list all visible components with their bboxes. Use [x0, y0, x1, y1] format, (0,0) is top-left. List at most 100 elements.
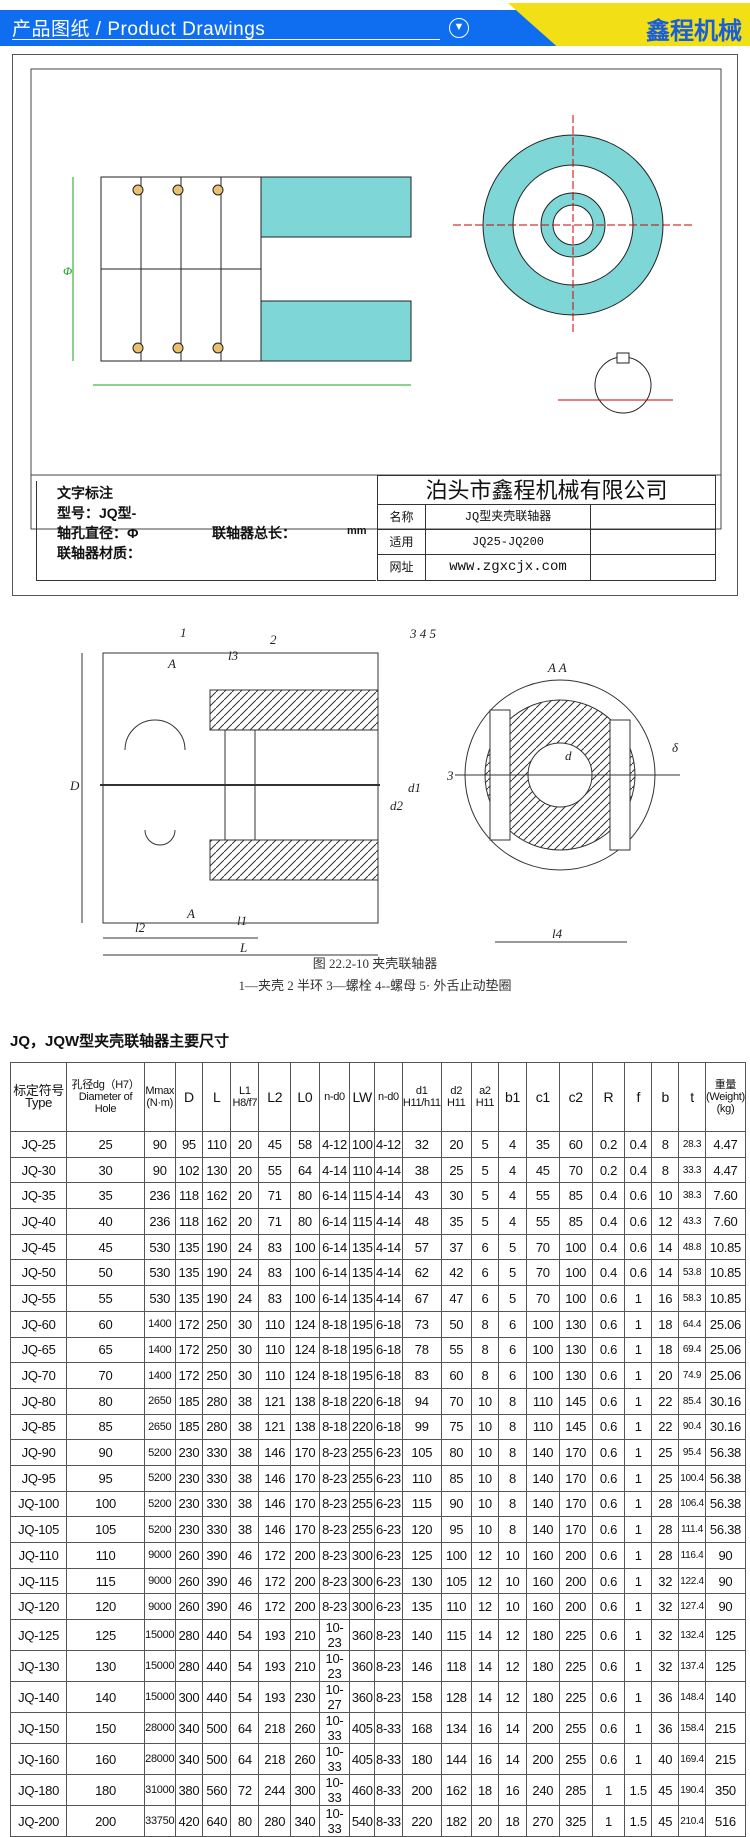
table-cell: 16 — [651, 1285, 680, 1312]
table-cell: 85.4 — [678, 1387, 706, 1415]
type-cell: JQ-55 — [9, 1285, 68, 1312]
table-cell: 240 — [525, 1774, 560, 1807]
table-cell: 138 — [290, 1413, 320, 1441]
table-cell: 140 — [525, 1516, 560, 1543]
table-cell: 4 — [498, 1156, 527, 1184]
section-title: 产品图纸 / Product Drawings — [12, 19, 266, 40]
table-cell: 0.4 — [591, 1182, 626, 1210]
table-cell: 118 — [174, 1182, 204, 1210]
table-cell: 185 — [174, 1387, 204, 1415]
chevron-down-circle-icon[interactable]: ▼ — [449, 18, 469, 38]
table-cell: 160 — [66, 1743, 145, 1776]
column-header: D — [174, 1062, 204, 1132]
table-cell: 6-18 — [374, 1362, 403, 1389]
table-cell: 8-23 — [318, 1542, 351, 1569]
table-cell: 0.6 — [591, 1516, 626, 1543]
website-value: www.zgxcjx.com — [426, 555, 591, 580]
table-cell: 8-18 — [318, 1413, 351, 1441]
table-cell: 15000 — [143, 1681, 176, 1714]
table-cell: 6-23 — [374, 1593, 403, 1621]
table-cell: 1 — [624, 1542, 653, 1569]
table-cell: 170 — [558, 1490, 593, 1518]
table-cell: 1 — [624, 1712, 653, 1745]
table-cell: 140 — [704, 1681, 747, 1714]
table-cell: 6-23 — [374, 1490, 403, 1518]
table-cell: 137.4 — [678, 1650, 706, 1683]
table-cell: 300 — [349, 1567, 376, 1595]
table-cell: 145 — [558, 1387, 593, 1415]
table-cell: 90 — [440, 1490, 472, 1518]
table-cell: 6 — [470, 1233, 500, 1261]
table-cell: 25.06 — [704, 1362, 747, 1389]
table-cell: 25.06 — [704, 1336, 747, 1364]
table-cell: 150 — [66, 1712, 145, 1745]
table-cell: 193 — [258, 1681, 292, 1714]
table-cell: 28.3 — [678, 1131, 706, 1158]
table-cell: 140 — [66, 1681, 145, 1714]
table-cell: 8-23 — [374, 1650, 403, 1683]
table-cell: 0.6 — [591, 1619, 626, 1652]
table-cell: 120 — [66, 1593, 145, 1621]
table-cell: 285 — [558, 1774, 593, 1807]
table-cell: 230 — [174, 1490, 204, 1518]
table-cell: 360 — [349, 1619, 376, 1652]
table-cell: 200 — [290, 1542, 320, 1569]
table-cell: 8 — [498, 1413, 527, 1441]
table-cell: 6-14 — [318, 1233, 351, 1261]
table-cell: 4-14 — [374, 1182, 403, 1210]
table-cell: 4-12 — [318, 1131, 351, 1158]
table-cell: 28000 — [143, 1712, 176, 1745]
table-cell: 40 — [651, 1743, 680, 1776]
table-cell: 64 — [230, 1743, 260, 1776]
table-cell: 330 — [202, 1516, 232, 1543]
table-cell: 90 — [143, 1131, 176, 1158]
table-cell: 1 — [624, 1439, 653, 1466]
table-cell: 110 — [440, 1593, 472, 1621]
table-cell: 200 — [558, 1542, 593, 1569]
table-cell: 30 — [230, 1310, 260, 1338]
table-cell: 9000 — [143, 1593, 176, 1621]
table-cell: 200 — [558, 1567, 593, 1595]
table-cell: 0.6 — [591, 1464, 626, 1492]
table-cell: 20 — [230, 1131, 260, 1158]
table-cell: 300 — [349, 1593, 376, 1621]
part-label-345: 3 4 5 — [409, 626, 437, 641]
table-cell: 15000 — [143, 1650, 176, 1683]
dim-phi: Φ — [63, 264, 72, 278]
table-cell: 220 — [401, 1805, 442, 1837]
table-cell: 47 — [440, 1285, 472, 1312]
table-cell: 8-23 — [318, 1593, 351, 1621]
table-cell: 110 — [258, 1362, 292, 1389]
table-cell: 46 — [230, 1593, 260, 1621]
table-cell: 95 — [440, 1516, 472, 1543]
dim-L: L — [239, 940, 247, 955]
dim-l3: l3 — [228, 648, 239, 663]
table-cell: 72 — [230, 1774, 260, 1807]
table-cell: 244 — [258, 1774, 292, 1807]
side-view — [100, 176, 412, 362]
table-cell: 38.3 — [678, 1182, 706, 1210]
table-cell: 250 — [202, 1310, 232, 1338]
table-cell: 12 — [498, 1650, 527, 1683]
table-cell: 100 — [525, 1336, 560, 1364]
table-cell: 35 — [66, 1182, 145, 1210]
table-cell: 37 — [440, 1233, 472, 1261]
table-cell: 28 — [651, 1490, 680, 1518]
column-header: LW — [349, 1062, 376, 1132]
table-cell: 90 — [704, 1593, 747, 1621]
type-cell: JQ-65 — [9, 1336, 68, 1364]
table-cell: 16 — [470, 1743, 500, 1776]
type-cell: JQ-105 — [9, 1516, 68, 1543]
table-cell: 1400 — [143, 1310, 176, 1338]
table-cell: 31000 — [143, 1774, 176, 1807]
table-cell: 48 — [401, 1208, 442, 1235]
table-cell: 100 — [525, 1362, 560, 1389]
table-cell: 146 — [401, 1650, 442, 1683]
column-header: L0 — [290, 1062, 320, 1132]
table-cell: 8-23 — [318, 1567, 351, 1595]
